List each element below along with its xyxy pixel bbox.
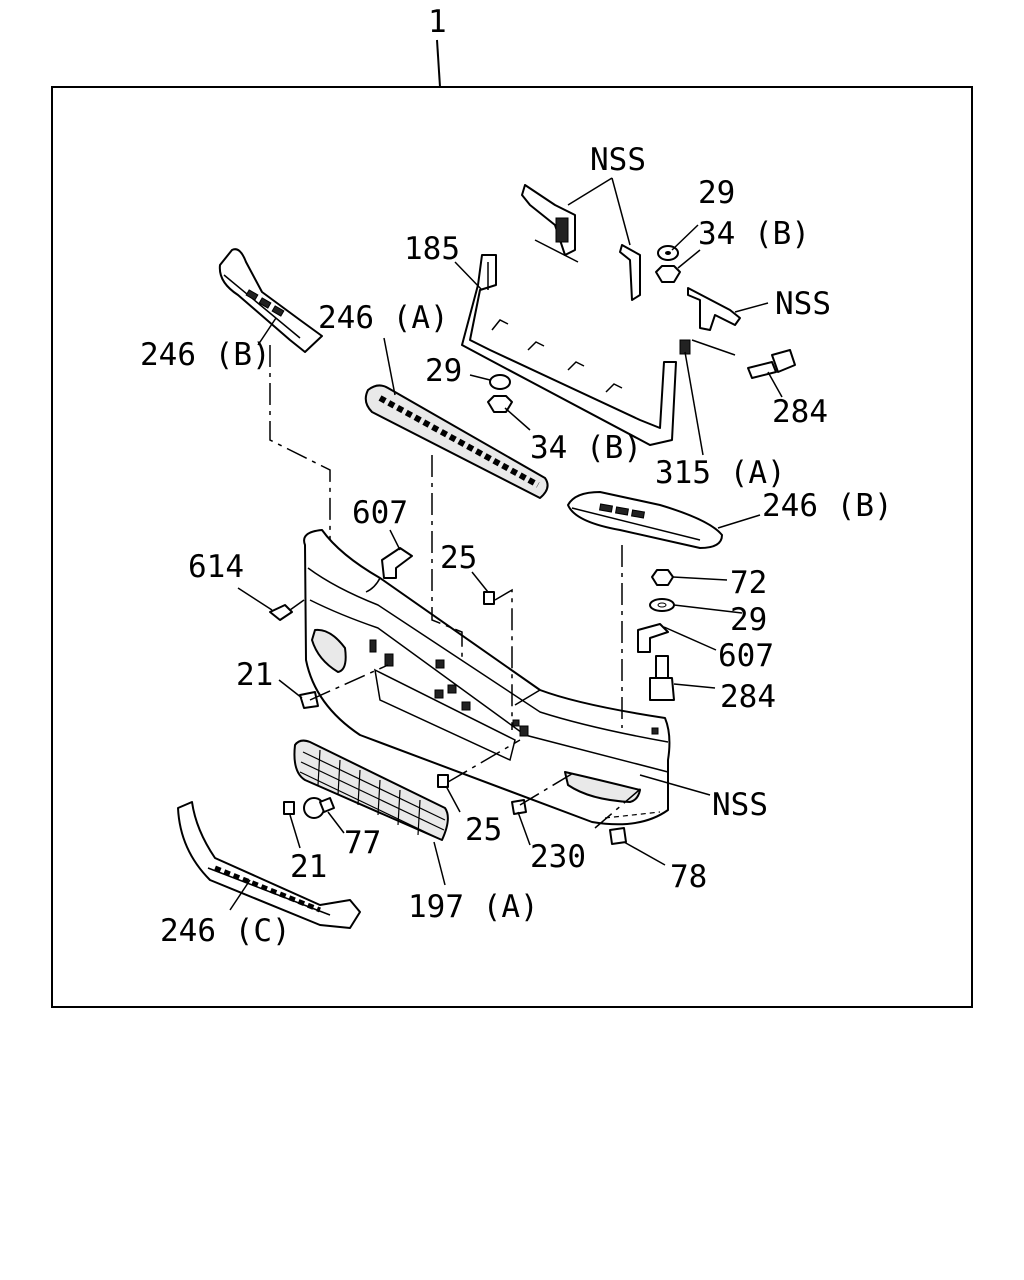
callout-25-bottom: 25 [465, 812, 502, 848]
callout-21-left: 21 [236, 657, 273, 693]
nut-34b-mid [487, 395, 513, 413]
clip-21-bottom [283, 801, 295, 815]
clip-25-top [483, 591, 495, 605]
lower-grille-197a [293, 739, 449, 841]
washer-29-mid [489, 374, 511, 390]
callout-246b-right: 246 (B) [762, 488, 893, 524]
align-line-25 [494, 588, 513, 730]
bracket-607-left [381, 547, 413, 579]
pin-614 [269, 604, 293, 621]
bolt-284-bottom [649, 655, 675, 701]
screw-77 [303, 797, 335, 819]
bracket-frame-185 [461, 254, 691, 446]
diagram-frame [51, 86, 973, 1008]
callout-230: 230 [530, 839, 586, 875]
callout-246c: 246 (C) [160, 913, 291, 949]
callout-34b-mid: 34 (B) [530, 430, 642, 466]
callout-77: 77 [344, 825, 381, 861]
bolt-284-top [747, 349, 796, 379]
nss-top-bracket-mid [619, 244, 641, 301]
nut-34b-top [655, 265, 681, 283]
callout-nss-top: NSS [590, 142, 646, 178]
callout-29-right: 29 [730, 602, 767, 638]
callout-nss-right: NSS [775, 286, 831, 322]
leader-lines [229, 177, 783, 911]
callout-34b-top: 34 (B) [698, 216, 810, 252]
grille-246a-slots [378, 395, 540, 488]
nss-right-bracket [687, 287, 741, 356]
assembly-leader [436, 39, 441, 88]
callout-72: 72 [730, 565, 767, 601]
align-line-21 [309, 664, 389, 701]
callout-21-bottom: 21 [290, 849, 327, 885]
callout-25-top: 25 [440, 540, 477, 576]
callout-29-mid: 29 [425, 353, 462, 389]
align-line-246b-left [269, 345, 331, 540]
nss-top-bracket-left [521, 184, 579, 263]
callout-nss-bottom: NSS [712, 787, 768, 823]
callout-197a: 197 (A) [408, 889, 539, 925]
grille-246a [364, 384, 549, 499]
callout-315a: 315 (A) [655, 455, 786, 491]
bumper-body [303, 529, 671, 826]
callout-614: 614 [188, 549, 244, 585]
lower-strip-246c [177, 801, 361, 929]
callout-29-top: 29 [698, 175, 735, 211]
callout-246a: 246 (A) [318, 300, 449, 336]
callout-246b-left: 246 (B) [140, 337, 271, 373]
callout-185: 185 [404, 231, 460, 267]
deflector-246b-right [567, 491, 723, 549]
callout-78: 78 [670, 859, 707, 895]
assembly-number: 1 [428, 4, 447, 40]
callout-284-top: 284 [772, 394, 828, 430]
callout-607-left: 607 [352, 495, 408, 531]
callout-284-bottom: 284 [720, 679, 776, 715]
bracket-607-right [637, 623, 669, 653]
align-line-25b [447, 739, 521, 783]
clip-21-left [299, 691, 319, 709]
align-line-78 [594, 784, 646, 829]
callout-607-right: 607 [718, 638, 774, 674]
nut-72 [651, 569, 674, 586]
align-line-230 [519, 771, 576, 806]
align-line-246a [431, 455, 463, 658]
deflector-246b-left [218, 248, 323, 353]
clip-25-bottom [437, 774, 449, 788]
align-line-614 [289, 599, 305, 611]
clip-78 [609, 827, 627, 845]
